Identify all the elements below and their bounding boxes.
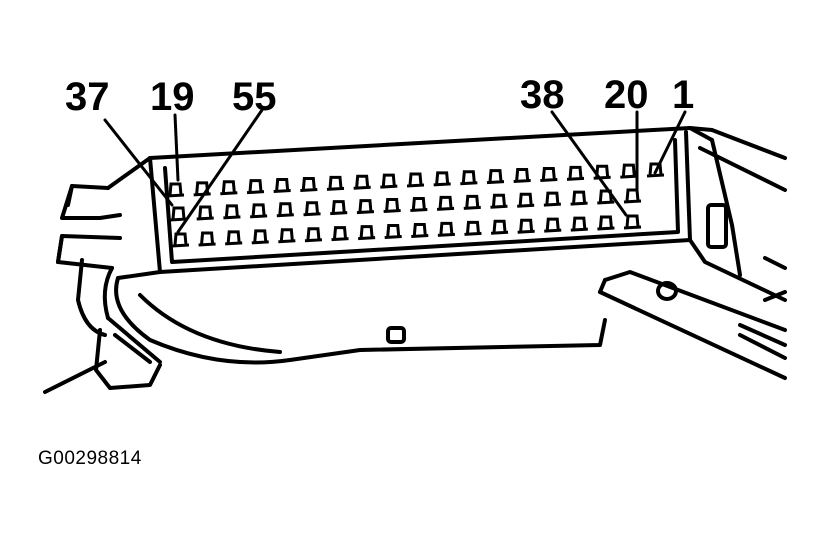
pin-terminal: [646, 162, 665, 178]
pin-terminal: [223, 204, 241, 220]
pin-terminal: [246, 179, 265, 195]
pin-terminal: [433, 171, 451, 187]
pin-label-37: 37: [65, 75, 110, 119]
pin-terminal: [486, 169, 505, 185]
pin-terminal: [278, 228, 296, 244]
pin-terminal: [383, 198, 401, 214]
pin-terminal: [623, 188, 642, 204]
pin-terminal: [273, 178, 291, 194]
pin-label-20: 20: [604, 73, 649, 117]
pin-terminal: [303, 201, 321, 217]
pin-terminal: [300, 176, 318, 192]
pin-terminal: [436, 195, 455, 211]
pin-terminal: [517, 192, 535, 208]
pin-terminal: [544, 217, 562, 233]
pin-terminal: [304, 227, 323, 243]
pin-terminal: [460, 170, 478, 186]
pin-terminal: [171, 232, 190, 248]
pin-terminal: [566, 165, 585, 181]
pin-terminal: [406, 172, 425, 188]
pin-terminal: [464, 220, 482, 236]
pin-terminal: [517, 218, 535, 234]
pin-terminal: [356, 199, 375, 215]
pin-terminal: [198, 231, 216, 247]
pin-terminal: [513, 168, 531, 184]
figure-id: G00298814: [38, 448, 142, 469]
pin-terminal: [225, 230, 243, 246]
pin-terminal: [490, 219, 509, 235]
pin-label-38: 38: [520, 73, 565, 117]
pin-terminal: [358, 225, 376, 241]
pin-terminal: [169, 206, 188, 222]
connector-housing: [43, 126, 787, 394]
pin-terminal: [597, 215, 615, 231]
pin-terminal: [330, 200, 348, 216]
leader-lines: [103, 108, 687, 234]
pin-terminal: [220, 180, 238, 196]
pin-terminal: [597, 189, 615, 205]
pin-label-55: 55: [232, 75, 277, 119]
pin-terminal: [276, 202, 294, 218]
pin-terminal: [331, 226, 349, 242]
pin-label-1: 1: [672, 73, 694, 117]
pin-terminal: [411, 222, 429, 238]
pin-terminal: [380, 173, 398, 189]
pin-terminal: [490, 193, 508, 209]
pin-terminal: [593, 164, 611, 180]
pin-terminal: [250, 203, 268, 219]
pin-terminal: [166, 182, 185, 198]
pin-terminal: [437, 221, 455, 237]
pin-terminal: [410, 196, 428, 212]
pin-terminal: [326, 175, 345, 191]
pin-terminal: [196, 205, 214, 221]
pin-terminal: [353, 174, 371, 190]
pin-terminal: [620, 163, 638, 179]
pin-terminal: [384, 224, 402, 240]
pin-terminal: [543, 191, 561, 207]
pin-terminal: [570, 190, 588, 206]
pin-terminal: [623, 214, 642, 230]
pin-terminal: [570, 216, 588, 232]
pin-terminal: [251, 229, 269, 245]
pin-terminal: [463, 194, 481, 210]
pin-terminal: [540, 166, 558, 182]
pin-rows: [166, 162, 665, 248]
pin-label-19: 19: [150, 75, 195, 119]
